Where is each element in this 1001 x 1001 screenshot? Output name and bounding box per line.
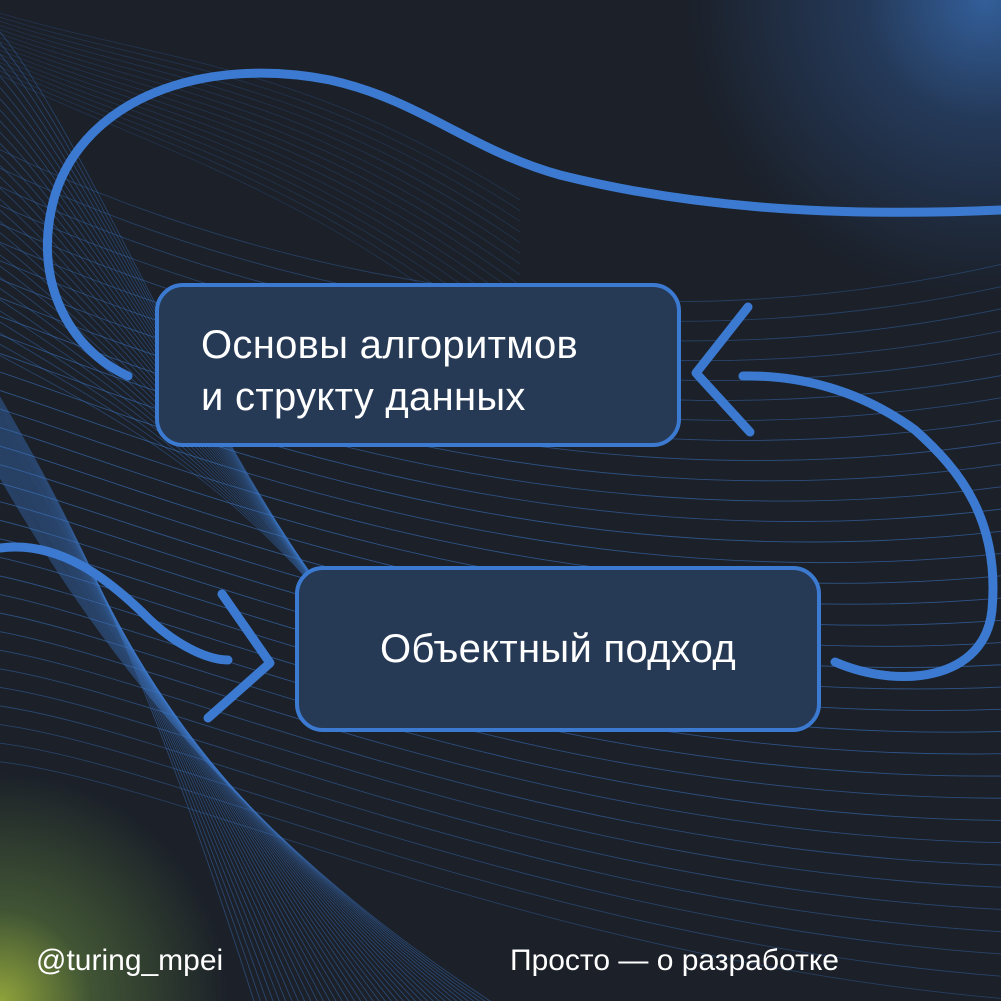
mesh-line bbox=[0, 142, 345, 621]
mesh-line bbox=[0, 458, 440, 1001]
mesh-line bbox=[0, 470, 475, 1001]
mesh-line bbox=[0, 462, 452, 1001]
right-return-curve bbox=[738, 371, 998, 681]
card-algorithms-line-2: и структу данных bbox=[201, 375, 526, 419]
mesh-line bbox=[0, 761, 1001, 999]
mesh-line bbox=[0, 460, 446, 1001]
connector-arrows bbox=[0, 68, 1001, 723]
left-incoming-curve bbox=[0, 542, 233, 665]
card-algorithms-title: Основы алгоритмов и структу данных bbox=[201, 319, 637, 423]
mesh-line bbox=[0, 131, 343, 619]
mesh-line bbox=[0, 398, 261, 1001]
mesh-line bbox=[0, 449, 417, 1001]
top-loop-curve bbox=[42, 68, 1001, 381]
mesh-line bbox=[0, 423, 337, 1001]
mesh-line bbox=[0, 149, 1001, 303]
mesh-line bbox=[0, 66, 521, 340]
card-object-approach-line-1: Объектный подход bbox=[380, 627, 736, 671]
mesh-line bbox=[0, 109, 341, 615]
mesh-line bbox=[0, 24, 521, 233]
mesh-line bbox=[0, 49, 521, 297]
mesh-line bbox=[0, 20, 521, 222]
mesh-line bbox=[0, 53, 521, 308]
mesh-line bbox=[0, 418, 324, 1001]
mesh-line bbox=[0, 57, 521, 318]
mesh-line bbox=[0, 472, 481, 1001]
mesh-line bbox=[0, 45, 521, 286]
mesh-line bbox=[0, 31, 331, 601]
mesh-line bbox=[0, 412, 306, 1001]
mesh-line bbox=[0, 435, 374, 1001]
mesh-line bbox=[0, 445, 405, 1001]
mesh-line bbox=[0, 420, 331, 1001]
mesh-line bbox=[0, 416, 318, 1001]
mesh-line bbox=[0, 414, 312, 1001]
mesh-line bbox=[0, 466, 464, 1001]
mesh-line bbox=[0, 425, 343, 1001]
chevron-left-arrow-icon bbox=[691, 302, 755, 437]
mesh-line bbox=[0, 410, 299, 1001]
mesh-line bbox=[0, 474, 486, 1001]
mesh-line bbox=[0, 631, 1001, 844]
mesh-line bbox=[0, 433, 368, 1001]
mesh-line bbox=[0, 649, 1001, 866]
mesh-line bbox=[0, 686, 1001, 910]
mesh-line bbox=[0, 62, 521, 329]
card-object-approach: Объектный подход bbox=[295, 566, 821, 732]
mesh-line bbox=[0, 404, 280, 1001]
card-algorithms: Основы алгоритмов и структу данных bbox=[155, 283, 681, 447]
mesh-line bbox=[0, 476, 491, 1001]
mesh-line bbox=[0, 98, 339, 613]
mesh-line bbox=[0, 431, 362, 1001]
mesh-line bbox=[0, 437, 380, 1001]
chevron-right-arrow-icon bbox=[203, 589, 275, 723]
mesh-line bbox=[0, 33, 521, 254]
mesh-line bbox=[0, 668, 1001, 888]
mesh-line bbox=[0, 453, 429, 1001]
mesh-line bbox=[0, 724, 1001, 955]
wire-mesh-decoration bbox=[0, 12, 1001, 1001]
mesh-line bbox=[0, 389, 1001, 564]
mesh-line bbox=[0, 153, 346, 624]
account-handle: @turing_mpei bbox=[36, 944, 224, 977]
mesh-line bbox=[0, 396, 255, 1001]
mesh-line bbox=[0, 176, 349, 628]
mesh-line bbox=[0, 447, 411, 1001]
mesh-line bbox=[0, 441, 393, 1001]
mesh-line bbox=[0, 120, 342, 617]
mesh-line bbox=[0, 427, 349, 1001]
card-object-approach-title: Объектный подход bbox=[380, 623, 736, 675]
mesh-line bbox=[0, 451, 423, 1001]
mesh-line bbox=[0, 456, 434, 1001]
card-algorithms-line-1: Основы алгоритмов bbox=[201, 323, 579, 367]
mesh-line bbox=[0, 464, 458, 1001]
mesh-line bbox=[0, 742, 1001, 977]
mesh-line bbox=[0, 705, 1001, 933]
mesh-line bbox=[0, 468, 469, 1001]
mesh-line bbox=[0, 41, 521, 276]
mesh-line bbox=[0, 86, 338, 611]
mesh-line bbox=[0, 37, 521, 265]
mesh-line bbox=[0, 187, 350, 630]
mesh-line bbox=[0, 64, 335, 607]
mesh-line bbox=[0, 29, 521, 244]
mesh-line bbox=[0, 165, 347, 626]
mesh-line bbox=[0, 400, 268, 1001]
mesh-line bbox=[0, 408, 293, 1001]
mesh-line bbox=[0, 402, 274, 1001]
mesh-line bbox=[0, 75, 336, 609]
mesh-line bbox=[0, 443, 399, 1001]
mesh-line bbox=[0, 371, 1001, 543]
mesh-line bbox=[0, 42, 332, 603]
tagline: Просто — о разработке bbox=[510, 944, 839, 977]
mesh-line bbox=[0, 352, 1001, 522]
mesh-line bbox=[0, 53, 334, 605]
mesh-line bbox=[0, 429, 356, 1001]
mesh-line bbox=[0, 406, 287, 1001]
mesh-line bbox=[0, 439, 386, 1001]
mesh-line bbox=[0, 334, 1001, 502]
